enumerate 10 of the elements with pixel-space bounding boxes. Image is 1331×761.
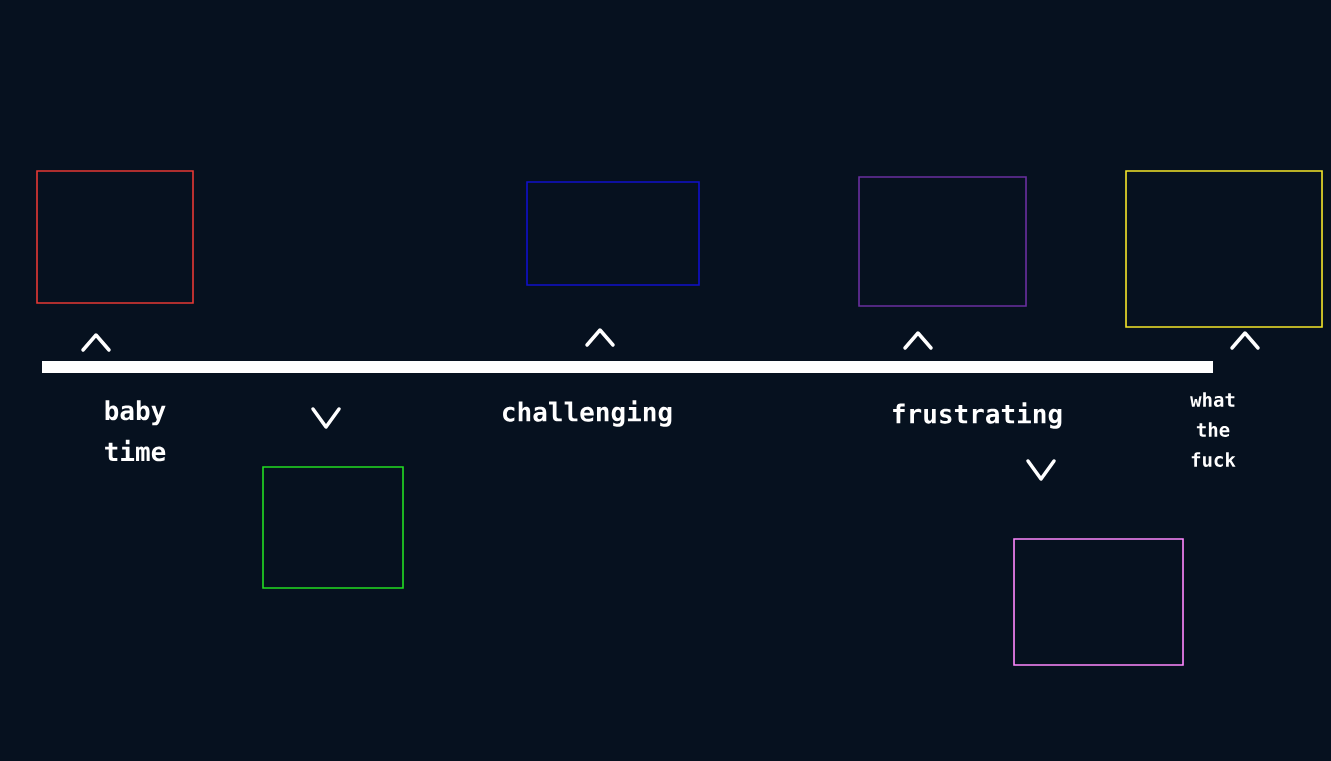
timeline-label: what the fuck <box>1190 392 1236 467</box>
empty-box <box>1013 538 1184 666</box>
empty-box <box>858 176 1027 307</box>
timeline-label: frustrating <box>893 402 1062 429</box>
empty-box <box>1125 170 1323 328</box>
empty-box <box>262 466 404 589</box>
empty-box <box>36 170 194 304</box>
timeline-label: baby time <box>105 400 166 462</box>
empty-box <box>526 181 700 286</box>
timeline-label: challenging <box>503 400 672 427</box>
